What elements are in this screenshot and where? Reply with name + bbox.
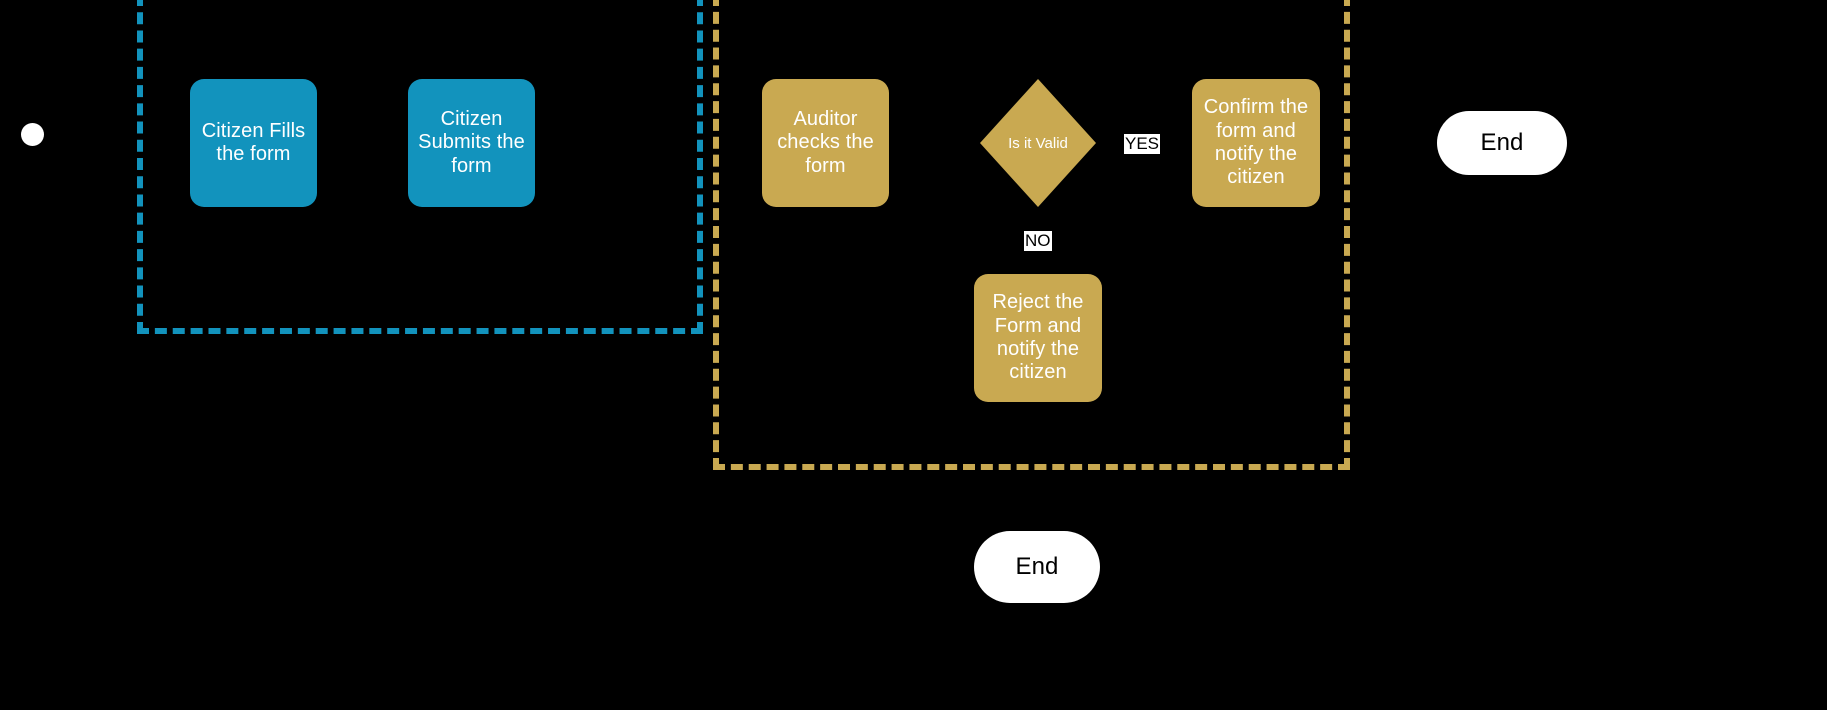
diamond-shape — [980, 79, 1096, 207]
node-citizen-submits-the-form[interactable]: Citizen Submits the form — [408, 79, 535, 207]
edge-label-no: NO — [1024, 231, 1052, 251]
node-auditor-checks-the-form[interactable]: Auditor checks the form — [762, 79, 889, 207]
node-citizen-fills-the-form[interactable]: Citizen Fills the form — [190, 79, 317, 207]
node-is-it-valid-decision[interactable]: Is it Valid — [980, 79, 1096, 207]
auditor-lane-container — [713, 0, 1350, 470]
node-end-right[interactable]: End — [1437, 111, 1567, 175]
node-end-bottom[interactable]: End — [974, 531, 1100, 603]
citizen-lane-container — [137, 0, 703, 334]
node-confirm-the-form-and-notify-the-citizen[interactable]: Confirm the form and notify the citizen — [1192, 79, 1320, 207]
start-node[interactable] — [21, 123, 44, 146]
node-reject-the-form-and-notify-the-citizen[interactable]: Reject the Form and notify the citizen — [974, 274, 1102, 402]
edge-label-yes: YES — [1124, 134, 1161, 154]
